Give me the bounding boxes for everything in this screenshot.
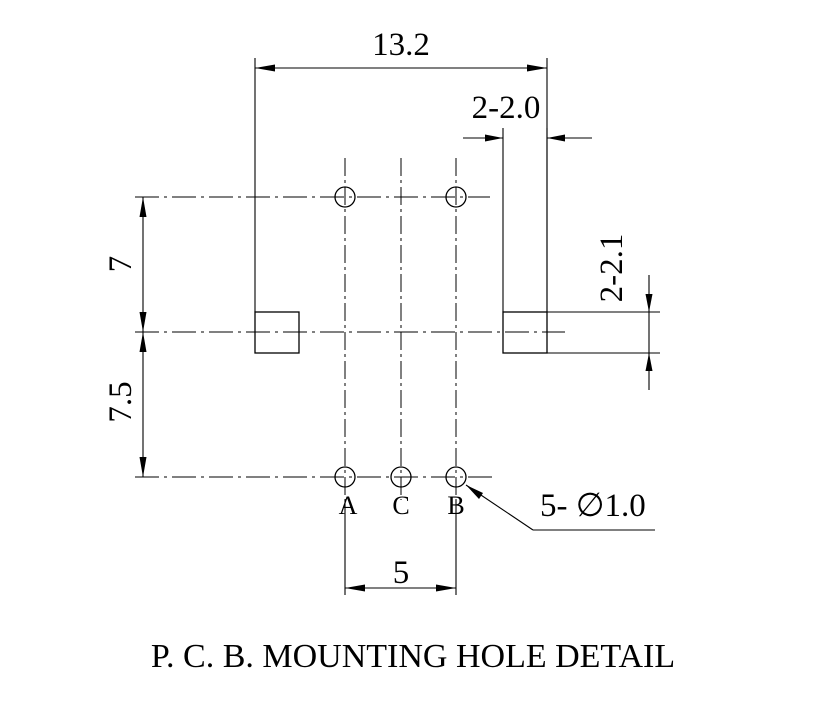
slot-left xyxy=(254,311,300,354)
hole-callout-leader xyxy=(465,484,655,531)
hole-upper-left xyxy=(334,186,356,208)
hole-pin-a xyxy=(334,466,356,488)
hole-pin-b xyxy=(445,466,467,488)
pin-label-c: C xyxy=(392,491,409,520)
hole-callout-label: 5- ∅1.0 xyxy=(540,488,646,524)
dimension-slot-height xyxy=(547,275,660,390)
dimension-label-pin-pitch: 5 xyxy=(393,555,410,591)
dimension-label-slot-height: 2-2.1 xyxy=(594,234,630,303)
dimension-label-overall-width: 13.2 xyxy=(372,27,430,63)
hole-upper-right xyxy=(445,186,467,208)
dimension-label-lower-offset: 7.5 xyxy=(103,381,139,422)
drawing-title: P. C. B. MOUNTING HOLE DETAIL xyxy=(151,638,675,675)
dimension-label-slot-width: 2-2.0 xyxy=(472,90,541,126)
dimension-slot-width xyxy=(463,128,592,312)
slot-right xyxy=(502,311,548,354)
pin-label-a: A xyxy=(339,491,358,520)
dimension-pin-pitch xyxy=(344,500,457,595)
dimension-label-upper-offset: 7 xyxy=(103,256,139,273)
dimension-vertical-offsets xyxy=(139,197,147,477)
hole-pin-c xyxy=(390,466,412,488)
pin-label-b: B xyxy=(447,491,464,520)
